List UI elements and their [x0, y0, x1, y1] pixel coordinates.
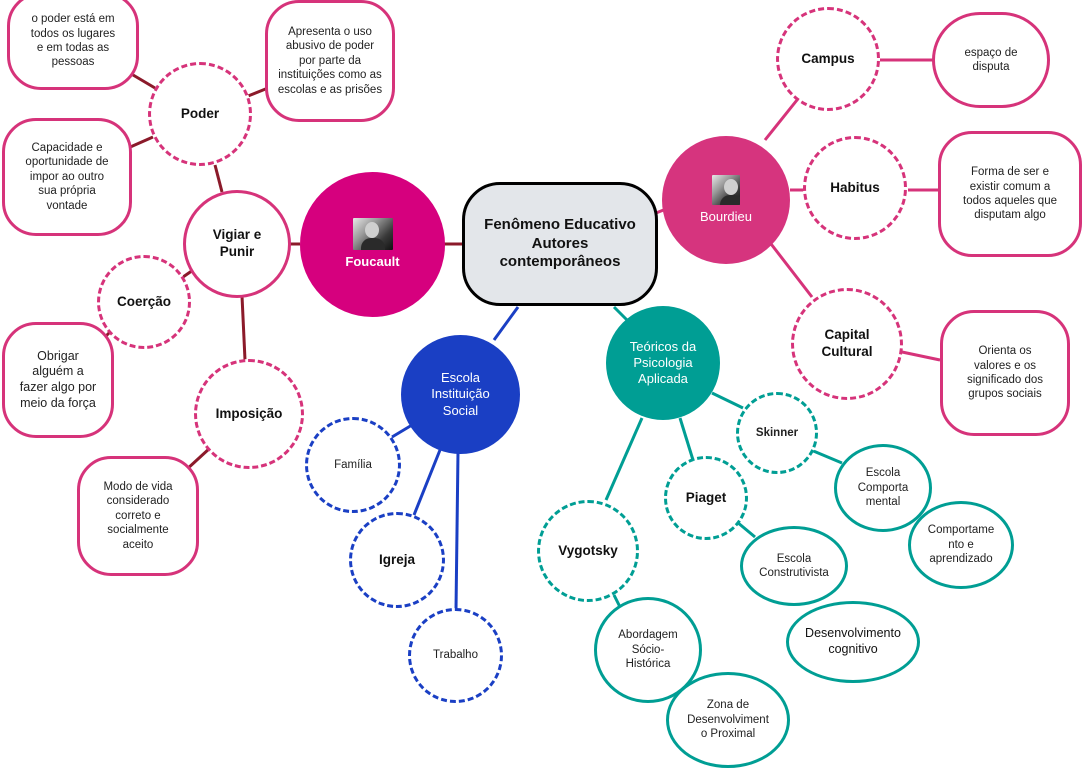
link-vigiar-poder	[213, 164, 224, 193]
coercao-desc-label: Obrigar alguém a fazer algo por meio da …	[19, 348, 97, 410]
central-topic-label: Fenômeno Educativo Autores contemporâneo…	[484, 215, 636, 271]
vygotsky-node[interactable]: Vygotsky	[537, 500, 639, 602]
vigiar-punir-label: Vigiar e Punir	[212, 227, 262, 259]
capital-cultural-label: Capital Cultural	[821, 327, 873, 359]
bourdieu-label: Bourdieu	[699, 208, 753, 224]
link-skinner-desc1	[810, 448, 843, 465]
campus-label: Campus	[801, 50, 855, 66]
foucault-label: Foucault	[345, 254, 400, 270]
link-bourdieu-campus	[763, 99, 799, 141]
link-psicologia-piaget	[678, 417, 695, 461]
vygotsky-desc-1-label: Abordagem Sócio- Histórica	[618, 629, 678, 671]
link-poder-desc2	[247, 86, 269, 98]
piaget-desc-2-label: Desenvolvimento cognitivo	[805, 626, 901, 656]
coercao-label: Coerção	[116, 293, 172, 309]
habitus-node[interactable]: Habitus	[803, 136, 907, 240]
link-central-escola	[492, 306, 520, 341]
piaget-node[interactable]: Piaget	[664, 456, 748, 540]
coercao-desc-node[interactable]: Obrigar alguém a fazer algo por meio da …	[2, 322, 114, 438]
central-topic-node[interactable]: Fenômeno Educativo Autores contemporâneo…	[462, 182, 658, 306]
familia-node[interactable]: Família	[305, 417, 401, 513]
vygotsky-label: Vygotsky	[558, 542, 618, 558]
link-poder-desc3	[127, 135, 154, 150]
vygotsky-desc-2-node[interactable]: Zona de Desenvolviment o Proximal	[666, 672, 790, 768]
link-bourdieu-capital	[766, 239, 814, 298]
capital-cultural-node[interactable]: Capital Cultural	[791, 288, 903, 400]
link-escola-trabalho	[454, 451, 460, 611]
psicologia-node[interactable]: Teóricos da Psicologia Aplicada	[606, 306, 720, 420]
imposicao-node[interactable]: Imposição	[194, 359, 304, 469]
poder-desc-2-node[interactable]: Apresenta o uso abusivo de poder por par…	[265, 0, 395, 122]
habitus-desc-label: Forma de ser e existir comum a todos aqu…	[963, 166, 1057, 222]
skinner-desc-1-label: Escola Comporta mental	[857, 467, 909, 509]
familia-label: Família	[334, 458, 372, 471]
link-psicologia-skinner	[711, 391, 744, 410]
poder-desc-1-label: o poder está em todos os lugares e em to…	[30, 13, 116, 69]
imposicao-desc-node[interactable]: Modo de vida considerado correto e socia…	[77, 456, 199, 576]
link-piaget-desc	[736, 520, 756, 539]
igreja-node[interactable]: Igreja	[349, 512, 445, 608]
poder-desc-3-node[interactable]: Capacidade e oportunidade de impor ao ou…	[2, 118, 132, 236]
foucault-portrait-icon	[352, 218, 393, 251]
vigiar-punir-node[interactable]: Vigiar e Punir	[183, 190, 291, 298]
vygotsky-desc-2-label: Zona de Desenvolviment o Proximal	[687, 699, 769, 741]
bourdieu-node[interactable]: Bourdieu	[662, 136, 790, 264]
skinner-label: Skinner	[755, 426, 799, 439]
escola-instituicao-label: Escola Instituição Social	[431, 370, 490, 418]
piaget-label: Piaget	[685, 489, 727, 505]
poder-label: Poder	[180, 105, 220, 121]
link-vigiar-imposicao	[240, 295, 247, 361]
skinner-desc-2-node[interactable]: Comportame nto e aprendizado	[908, 501, 1014, 589]
foucault-node[interactable]: Foucault	[300, 172, 445, 317]
skinner-desc-2-label: Comportame nto e aprendizado	[927, 524, 995, 566]
poder-node[interactable]: Poder	[148, 62, 252, 166]
poder-desc-2-label: Apresenta o uso abusivo de poder por par…	[277, 26, 383, 96]
igreja-label: Igreja	[378, 551, 416, 567]
trabalho-node[interactable]: Trabalho	[408, 608, 503, 703]
imposicao-desc-label: Modo de vida considerado correto e socia…	[103, 481, 173, 551]
campus-desc-node[interactable]: espaço de disputa	[932, 12, 1050, 108]
coercao-node[interactable]: Coerção	[97, 255, 191, 349]
skinner-node[interactable]: Skinner	[736, 392, 818, 474]
piaget-desc-1-label: Escola Construtivista	[759, 552, 829, 579]
skinner-desc-1-node[interactable]: Escola Comporta mental	[834, 444, 932, 532]
piaget-desc-1-node[interactable]: Escola Construtivista	[740, 526, 848, 606]
link-capital-desc	[901, 350, 941, 362]
campus-desc-label: espaço de disputa	[964, 46, 1018, 73]
habitus-label: Habitus	[830, 179, 880, 195]
piaget-desc-2-node[interactable]: Desenvolvimento cognitivo	[786, 601, 920, 683]
link-psicologia-vygotsky	[604, 417, 644, 501]
trabalho-label: Trabalho	[433, 649, 478, 662]
campus-node[interactable]: Campus	[776, 7, 880, 111]
poder-desc-3-label: Capacidade e oportunidade de impor ao ou…	[25, 142, 109, 212]
poder-desc-1-node[interactable]: o poder está em todos os lugares e em to…	[7, 0, 139, 90]
escola-instituicao-node[interactable]: Escola Instituição Social	[401, 335, 520, 454]
bourdieu-portrait-icon	[712, 174, 740, 205]
link-escola-igreja	[412, 449, 442, 516]
link-escola-familia	[391, 423, 413, 439]
habitus-desc-node[interactable]: Forma de ser e existir comum a todos aqu…	[938, 131, 1082, 257]
capital-desc-label: Orienta os valores e os significado dos …	[966, 345, 1044, 401]
capital-desc-node[interactable]: Orienta os valores e os significado dos …	[940, 310, 1070, 436]
imposicao-label: Imposição	[215, 405, 283, 421]
psicologia-label: Teóricos da Psicologia Aplicada	[629, 338, 697, 387]
